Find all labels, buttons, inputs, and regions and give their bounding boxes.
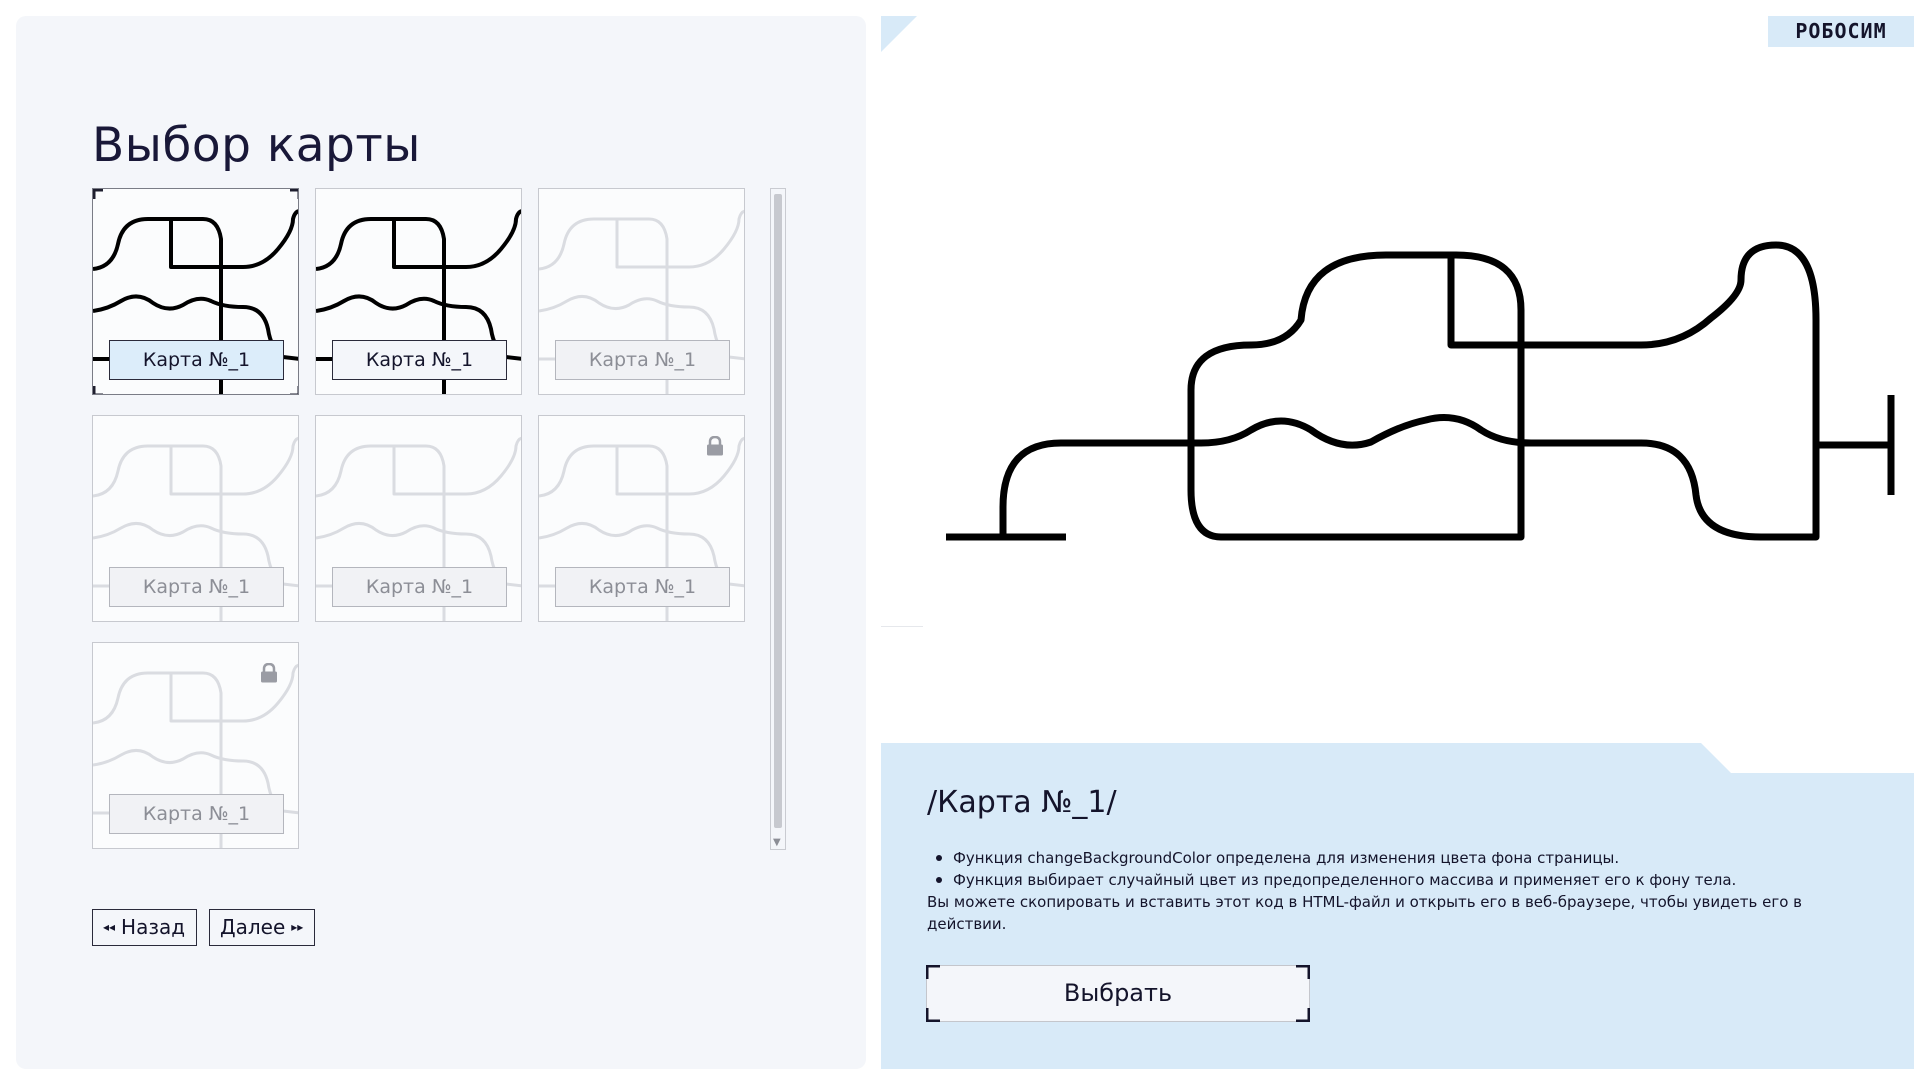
map-card: Карта №_1 [92,415,299,622]
map-card-label: Карта №_1 [555,567,730,607]
scrollbar-thumb[interactable] [774,194,782,828]
preview-track-hump [1521,241,1820,445]
map-card: Карта №_1 [538,188,745,395]
select-button-label: Выбрать [1063,979,1173,1007]
brand-logo: РОБОСИМ [1768,16,1914,47]
map-details-title: /Карта №_1/ [927,785,1117,820]
map-grid-scrollbar[interactable]: ▼ [770,188,786,850]
map-card[interactable]: Карта №_1 [315,188,522,395]
next-button[interactable]: Далее ▸▸ [209,909,315,946]
preview-track-box [1187,251,1525,541]
map-card: Карта №_1 [315,415,522,622]
map-card-label: Карта №_1 [109,794,284,834]
details-bullet: Функция выбирает случайный цвет из предо… [927,869,1867,891]
select-button-corners [926,965,1310,1022]
map-card: Карта №_1 [92,642,299,849]
back-button-label: Назад [121,915,186,939]
preview-track-right [1521,439,1891,541]
map-card-label: Карта №_1 [109,340,284,380]
page-title: Выбор карты [92,118,421,173]
triangle-right-icon: ▸▸ [291,920,304,934]
map-details-panel: /Карта №_1/ Функция changeBackgroundColo… [881,743,1914,1069]
preview-track-wave [1200,414,1641,449]
map-thumbnail [93,436,298,621]
map-details-description: Функция changeBackgroundColor определена… [927,847,1867,935]
map-card-label: Карта №_1 [555,340,730,380]
details-paragraph: Вы можете скопировать и вставить этот ко… [927,893,1802,933]
map-card[interactable]: Карта №_1 [92,188,299,395]
preview-track-middle-loop [1187,251,1641,447]
preview-track-left-arc [999,439,1201,537]
map-preview [946,241,1895,541]
back-button[interactable]: ◂◂ Назад [92,909,197,946]
triangle-left-icon: ◂◂ [103,920,116,934]
details-bullet-list: Функция changeBackgroundColor определена… [927,847,1867,891]
map-card-label: Карта №_1 [332,340,507,380]
lock-icon [707,436,723,456]
lock-icon [261,663,277,683]
select-map-button[interactable]: Выбрать [926,965,1310,1022]
scroll-down-icon[interactable]: ▼ [773,837,781,848]
next-button-label: Далее [220,915,286,939]
corner-decoration [881,16,917,52]
selection-corners [93,189,298,394]
details-bullet: Функция changeBackgroundColor определена… [927,847,1867,869]
divider-line [881,626,923,627]
map-card-label: Карта №_1 [332,567,507,607]
map-card: Карта №_1 [538,415,745,622]
map-card-label: Карта №_1 [109,567,284,607]
